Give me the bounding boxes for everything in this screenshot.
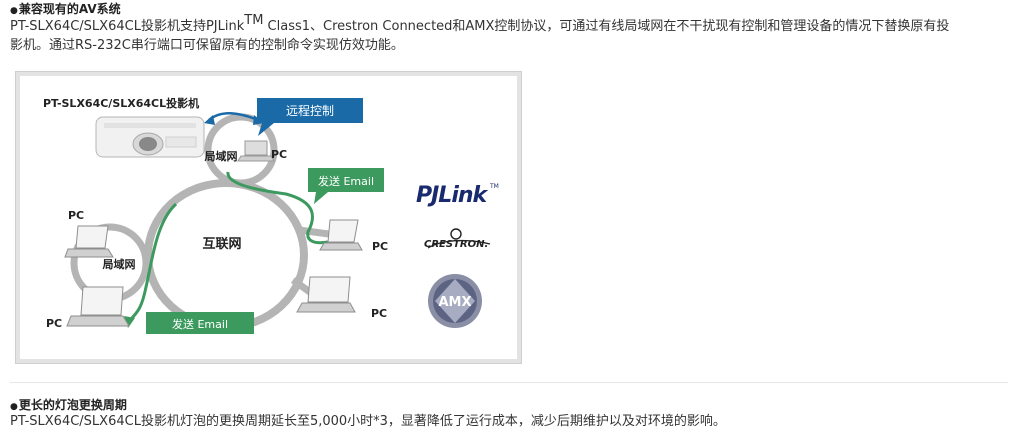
laptop-icon-right-mid bbox=[319, 219, 363, 251]
laptop-icon-right-bottom bbox=[296, 276, 356, 313]
section-divider bbox=[10, 382, 1008, 383]
email-path-bottom bbox=[128, 202, 178, 322]
email-arrow-bottom bbox=[124, 316, 135, 328]
svg-text:AMX: AMX bbox=[438, 295, 471, 310]
laptop-icon-left-top bbox=[64, 225, 114, 258]
email-path-top bbox=[226, 171, 329, 245]
pc-top-label: PC bbox=[271, 148, 287, 161]
network-diagram: PT-SLX64C/SLX64CL投影机 远程控制 局域网 PC 发送 Emai… bbox=[15, 71, 522, 364]
internet-label: 互联网 bbox=[202, 237, 241, 252]
lan-left-label: 局域网 bbox=[102, 257, 136, 271]
projector-label: PT-SLX64C/SLX64CL投影机 bbox=[43, 96, 199, 110]
pc-left-bottom-label: PC bbox=[46, 317, 62, 330]
remote-control-callout bbox=[257, 98, 363, 123]
section-title-lamp: ●更长的灯泡更换周期 bbox=[10, 398, 127, 412]
section-paragraph-lamp: PT-SLX64C/SLX64CL投影机灯泡的更换周期延长至5,000小时*3，… bbox=[10, 414, 726, 429]
paragraph-line-1: PT-SLX64C/SLX64CL投影机支持PJLinkTM Class1、Cr… bbox=[10, 13, 950, 34]
pc-right-bottom-label: PC bbox=[371, 307, 387, 320]
section-paragraph-av-compat: PT-SLX64C/SLX64CL投影机支持PJLinkTM Class1、Cr… bbox=[10, 13, 1008, 55]
svg-text:TM: TM bbox=[489, 183, 499, 190]
email-callout-top bbox=[308, 168, 384, 192]
internet-ring bbox=[144, 179, 308, 331]
lan-top-label: 局域网 bbox=[204, 149, 238, 163]
paragraph-line-2: 影机。通过RS-232C串行端口可保留原有的控制命令实现仿效功能。 bbox=[10, 38, 404, 53]
remote-arrow-head-left bbox=[204, 115, 215, 125]
svg-text:PJLink: PJLink bbox=[416, 183, 489, 208]
email-bottom-label: 发送 Email bbox=[172, 317, 228, 331]
lan-ring-top bbox=[204, 113, 278, 187]
svg-text:CRESTRON.: CRESTRON. bbox=[424, 239, 488, 250]
amx-logo: AMX bbox=[428, 274, 482, 328]
pjlink-logo: PJLink TM bbox=[416, 183, 499, 208]
email-top-label: 发送 Email bbox=[318, 174, 374, 188]
pc-left-top-label: PC bbox=[68, 209, 84, 222]
network-diagram-svg: PT-SLX64C/SLX64CL投影机 远程控制 局域网 PC 发送 Emai… bbox=[43, 96, 499, 334]
trademark-mark: TM bbox=[244, 13, 264, 28]
projector-icon bbox=[95, 116, 205, 158]
remote-control-label: 远程控制 bbox=[286, 103, 334, 118]
email-callout-bottom bbox=[146, 312, 254, 334]
laptop-icon-top bbox=[237, 140, 275, 162]
laptop-icon-left-bottom bbox=[66, 286, 130, 327]
crestron-logo: CRESTRON. bbox=[424, 228, 491, 250]
section-title-av-compat: ●兼容现有的AV系统 bbox=[10, 2, 121, 16]
pc-right-mid-label: PC bbox=[372, 240, 388, 253]
